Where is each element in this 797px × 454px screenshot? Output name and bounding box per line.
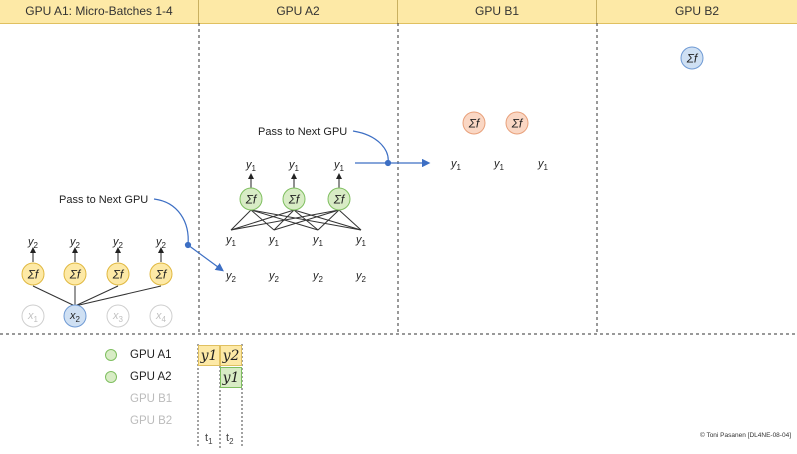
b1-sum-node-2-label: Σf (511, 117, 524, 131)
a1-sum-node-2: Σf (63, 262, 87, 286)
b1-input-y1-1: y1 (450, 158, 462, 172)
legend-label-gpu-a2: GPU A2 (130, 371, 172, 383)
timeline-label-t2: t2 (226, 432, 234, 446)
a1-input-x2-label: x2 (69, 310, 81, 324)
a1-input-x2 (63, 304, 87, 328)
t2-sub: 2 (229, 437, 234, 447)
b1-input-y1-2: y1 (493, 158, 505, 172)
a2-output-y1-3: y1 (333, 159, 345, 173)
a1-sum-node-4: Σf (149, 262, 173, 286)
timeline-label-t1: t1 (205, 432, 213, 446)
header-gpu-a1-label: GPU A1: (25, 4, 72, 18)
a2-sum-node-3: Σf (327, 187, 351, 211)
header-gpu-a1: GPU A1: Micro-Batches 1-4 (0, 0, 199, 23)
legend-dot-gpu-b2 (105, 415, 117, 427)
a1-input-x3 (106, 304, 130, 328)
t1-text: t (205, 432, 209, 444)
t1-sub: 1 (208, 437, 213, 447)
gpu-a2-network (230, 173, 362, 231)
a2-input-y1-4: y1 (355, 234, 367, 248)
a2-sum-node-1-label: Σf (245, 193, 258, 207)
pass-arrows (153, 130, 431, 272)
a1-input-x1 (21, 304, 45, 328)
a2-sum-node-2-label: Σf (288, 193, 301, 207)
legend-label-gpu-b1: GPU B1 (130, 393, 173, 405)
legend-label-gpu-a1: GPU A1 (130, 349, 172, 361)
header-gpu-a1-detail: Micro-Batches 1-4 (71, 4, 173, 18)
header-bar: GPU A1: Micro-Batches 1-4 GPU A2 GPU B1 … (0, 0, 797, 24)
timeline-cell-a2-t2: y1 (220, 367, 242, 388)
legend-label-gpu-b2: GPU B2 (130, 415, 173, 427)
b2-sum-node-1: Σf (680, 46, 704, 70)
a2-sum-node-3-label: Σf (333, 193, 346, 207)
legend-gpu-b1: GPU B1 (105, 391, 172, 407)
t2-text: t (226, 432, 230, 444)
a2-input-y2-2: y2 (268, 270, 280, 284)
gpu-a1-network (30, 247, 164, 307)
header-gpu-b1: GPU B1 (398, 0, 597, 23)
a2-input-y2-4: y2 (355, 270, 367, 284)
a2-sum-node-2: Σf (282, 187, 306, 211)
a1-sum-node-3: Σf (106, 262, 130, 286)
pass-label-a1: Pass to Next GPU (59, 194, 148, 206)
a1-output-y2-4: y2 (155, 236, 167, 250)
a1-output-y2-3: y2 (112, 236, 124, 250)
legend-dot-gpu-a2 (105, 371, 117, 383)
a1-sum-node-1-label: Σf (27, 268, 40, 282)
a2-input-y2-3: y2 (312, 270, 324, 284)
a2-output-y1-2: y1 (288, 159, 300, 173)
header-gpu-a2: GPU A2 (199, 0, 398, 23)
legend-gpu-a1: GPU A1 (105, 347, 172, 363)
a2-sum-node-1: Σf (239, 187, 263, 211)
b1-sum-node-1: Σf (462, 111, 486, 135)
a2-output-y1-1: y1 (245, 159, 257, 173)
header-gpu-b2: GPU B2 (674, 4, 719, 18)
pass-label-a2: Pass to Next GPU (258, 126, 347, 138)
a2-input-y1-1: y1 (225, 234, 237, 248)
legend-dot-gpu-a1 (105, 349, 117, 361)
a1-input-x1-label: x1 (27, 310, 39, 324)
a1-input-x4-label: x4 (155, 310, 167, 324)
legend-dot-gpu-b1 (105, 393, 117, 405)
a1-input-x4 (149, 304, 173, 328)
legend-gpu-b2: GPU B2 (105, 413, 172, 429)
a1-sum-node-2-label: Σf (69, 268, 82, 282)
a1-output-y2-2: y2 (69, 236, 81, 250)
timeline-cell-a2-t2-text: y1 (222, 370, 240, 386)
column-dividers (0, 23, 797, 335)
b1-input-y1-3: y1 (537, 158, 549, 172)
a1-output-y2-1: y2 (27, 236, 39, 250)
b1-sum-node-1-label: Σf (468, 117, 481, 131)
copyright-text: © Toni Pasanen [DL4NE-08-04] (699, 432, 791, 439)
b2-sum-node-1-label: Σf (686, 52, 699, 66)
timeline-cell-a1-t2: y2 (220, 345, 242, 366)
a2-input-y1-2: y1 (268, 234, 280, 248)
timeline-cell-a1-t1-text: y1 (200, 348, 218, 364)
timeline-cell-a1-t2-text: y2 (222, 348, 240, 364)
a1-sum-node-1: Σf (21, 262, 45, 286)
timeline-cell-a1-t1: y1 (198, 345, 220, 366)
a1-sum-node-4-label: Σf (155, 268, 168, 282)
a1-sum-node-3-label: Σf (112, 268, 125, 282)
a2-input-y1-3: y1 (312, 234, 324, 248)
legend-gpu-a2: GPU A2 (105, 369, 172, 385)
b1-sum-node-2: Σf (505, 111, 529, 135)
a2-input-y2-1: y2 (225, 270, 237, 284)
a1-input-x3-label: x3 (112, 310, 124, 324)
